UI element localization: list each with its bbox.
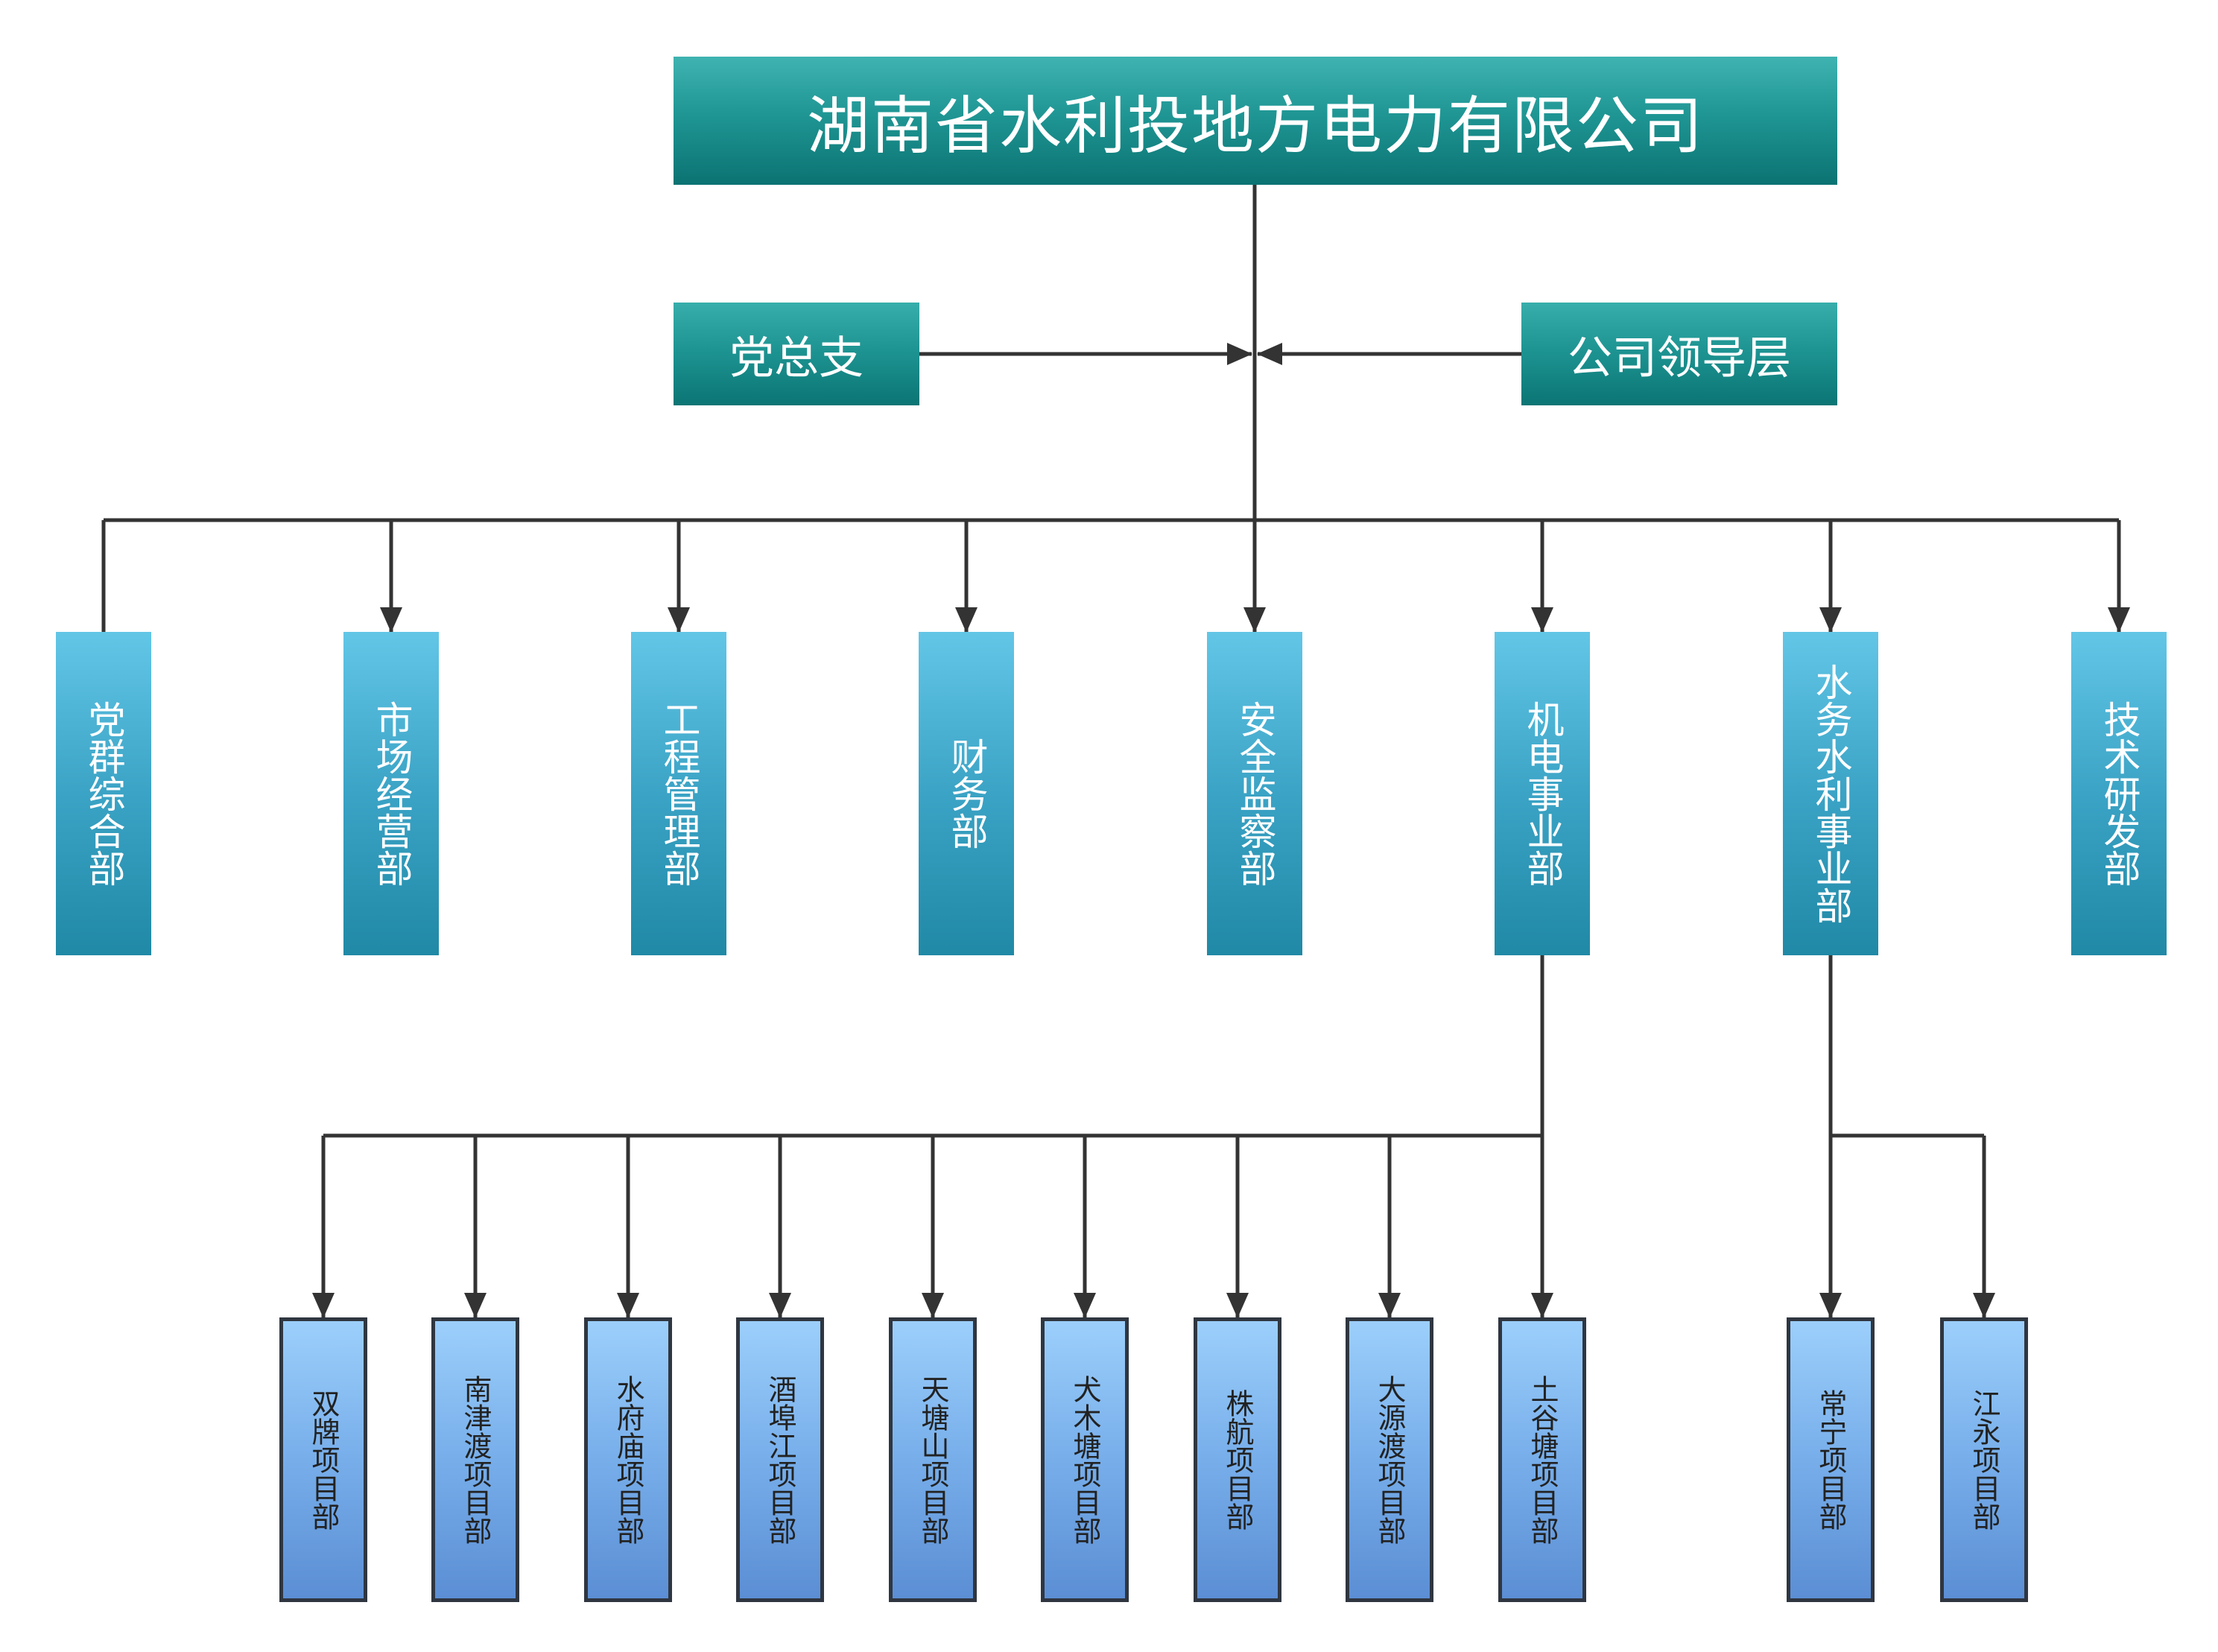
project-box[interactable]: 土谷塘项目部 bbox=[1498, 1317, 1586, 1602]
project-label: 土谷塘项目部 bbox=[1526, 1375, 1559, 1545]
party-branch-box[interactable]: 党总支 bbox=[674, 303, 919, 405]
department-label: 机电事业部 bbox=[1521, 700, 1565, 887]
department-box[interactable]: 市场经营部 bbox=[343, 632, 439, 955]
project-box[interactable]: 南津渡项目部 bbox=[431, 1317, 519, 1602]
project-box[interactable]: 双牌项目部 bbox=[279, 1317, 367, 1602]
department-label: 市场经营部 bbox=[370, 700, 414, 887]
project-box[interactable]: 常宁项目部 bbox=[1787, 1317, 1875, 1602]
project-box[interactable]: 犬木塘项目部 bbox=[1041, 1317, 1129, 1602]
project-label: 犬木塘项目部 bbox=[1068, 1375, 1101, 1545]
company-title-text: 湖南省水利投地方电力有限公司 bbox=[806, 89, 1704, 162]
leadership-box[interactable]: 公司领导层 bbox=[1521, 303, 1837, 405]
project-label: 株航项目部 bbox=[1221, 1389, 1254, 1531]
project-box[interactable]: 株航项目部 bbox=[1194, 1317, 1281, 1602]
department-label: 财务部 bbox=[945, 738, 989, 849]
project-label: 南津渡项目部 bbox=[459, 1375, 492, 1545]
department-box[interactable]: 财务部 bbox=[919, 632, 1014, 955]
department-label: 安全监察部 bbox=[1233, 700, 1277, 887]
department-box[interactable]: 水务水利事业部 bbox=[1783, 632, 1878, 955]
project-label: 大源渡项目部 bbox=[1373, 1375, 1406, 1545]
leadership-label: 公司领导层 bbox=[1568, 332, 1791, 384]
department-box[interactable]: 党群综合部 bbox=[56, 632, 151, 955]
party-branch-label: 党总支 bbox=[729, 332, 864, 384]
project-label: 双牌项目部 bbox=[307, 1389, 340, 1531]
project-box[interactable]: 酒埠江项目部 bbox=[736, 1317, 824, 1602]
project-box[interactable]: 江永项目部 bbox=[1940, 1317, 2028, 1602]
department-label: 水务水利事业部 bbox=[1809, 663, 1853, 924]
department-label: 党群综合部 bbox=[82, 700, 126, 887]
department-label: 技术研发部 bbox=[2097, 700, 2141, 887]
project-label: 常宁项目部 bbox=[1814, 1389, 1847, 1531]
department-box[interactable]: 安全监察部 bbox=[1207, 632, 1302, 955]
project-box[interactable]: 大源渡项目部 bbox=[1346, 1317, 1433, 1602]
project-label: 天塘山项目部 bbox=[916, 1375, 949, 1545]
project-box[interactable]: 天塘山项目部 bbox=[889, 1317, 977, 1602]
project-box[interactable]: 水府庙项目部 bbox=[584, 1317, 672, 1602]
company-title-box[interactable]: 湖南省水利投地方电力有限公司 bbox=[674, 57, 1837, 185]
department-box[interactable]: 工程管理部 bbox=[631, 632, 726, 955]
project-label: 江永项目部 bbox=[1968, 1389, 2000, 1531]
project-label: 水府庙项目部 bbox=[612, 1375, 644, 1545]
department-label: 工程管理部 bbox=[657, 700, 701, 887]
department-box[interactable]: 机电事业部 bbox=[1495, 632, 1590, 955]
project-label: 酒埠江项目部 bbox=[764, 1375, 796, 1545]
department-box[interactable]: 技术研发部 bbox=[2071, 632, 2167, 955]
